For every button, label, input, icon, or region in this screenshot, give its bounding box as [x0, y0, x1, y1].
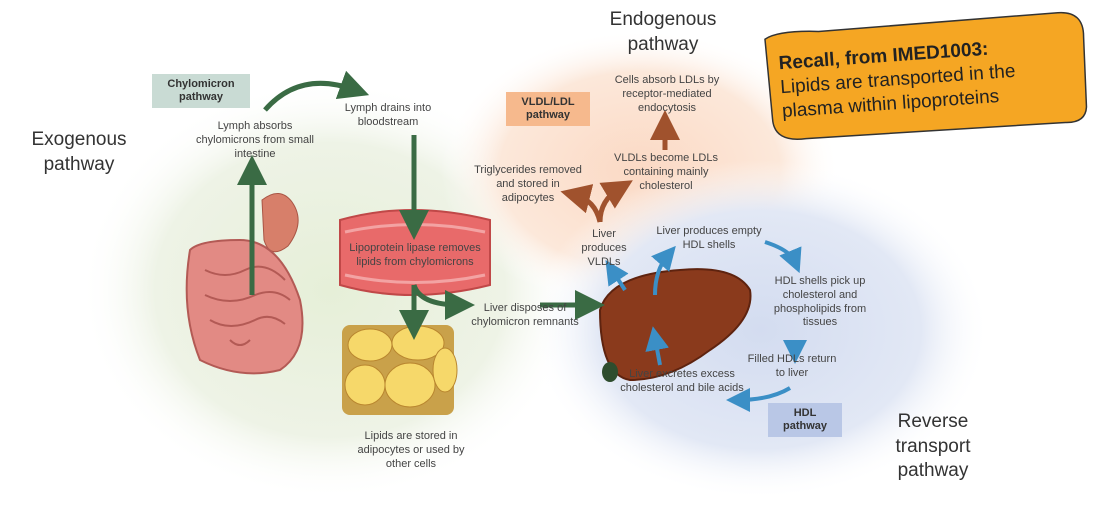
- step-lymph-absorbs: Lymph absorbs chylomicrons from small in…: [196, 120, 314, 160]
- step-lipids-stored: Lipids are stored in adipocytes or used …: [357, 430, 465, 470]
- step-lymph-drains: Lymph drains into bloodstream: [344, 102, 432, 128]
- exogenous-label: Exogenous pathway: [31, 129, 127, 175]
- recall-bubble: [764, 11, 1088, 140]
- recall-callout: Recall, from IMED1003: Lipids are transp…: [758, 7, 1095, 148]
- reverse-transport-label: Reverse transport pathway: [895, 411, 971, 482]
- step-filled-hdl: Filled HDLs return to liver: [747, 353, 837, 379]
- hdl-pathway-tag: HDL pathway: [768, 403, 842, 438]
- adipose-illustration: [342, 325, 458, 415]
- step-vldl-become: VLDLs become LDLs containing mainly chol…: [614, 152, 718, 192]
- step-cells-absorb: Cells absorb LDLs by receptor-mediated e…: [614, 74, 720, 114]
- vldl-arrows: [560, 110, 680, 223]
- vldl-ldl-pathway-tag: VLDL/LDL pathway: [506, 92, 590, 127]
- step-liver-excretes: Liver excretes excess cholesterol and bi…: [620, 368, 744, 394]
- step-liver-hdl: Liver produces empty HDL shells: [656, 225, 762, 251]
- step-lipase: Lipoprotein lipase removes lipids from c…: [349, 242, 481, 268]
- hdl-arrows: [605, 240, 807, 412]
- endogenous-label: Endogenous pathway: [609, 9, 717, 55]
- step-trig-removed: Triglycerides removed and stored in adip…: [474, 164, 582, 204]
- liver-illustration: [598, 268, 752, 382]
- step-liver-vldl: Liver produces VLDLs: [581, 228, 627, 268]
- chylomicron-pathway-tag: Chylomicron pathway: [152, 74, 250, 109]
- intestine-illustration: [185, 193, 304, 375]
- step-hdl-pick: HDL shells pick up cholesterol and phosp…: [773, 275, 867, 329]
- step-liver-disposes: Liver disposes of chylomicron remnants: [471, 302, 579, 328]
- chylomicron-arrows: [237, 70, 605, 340]
